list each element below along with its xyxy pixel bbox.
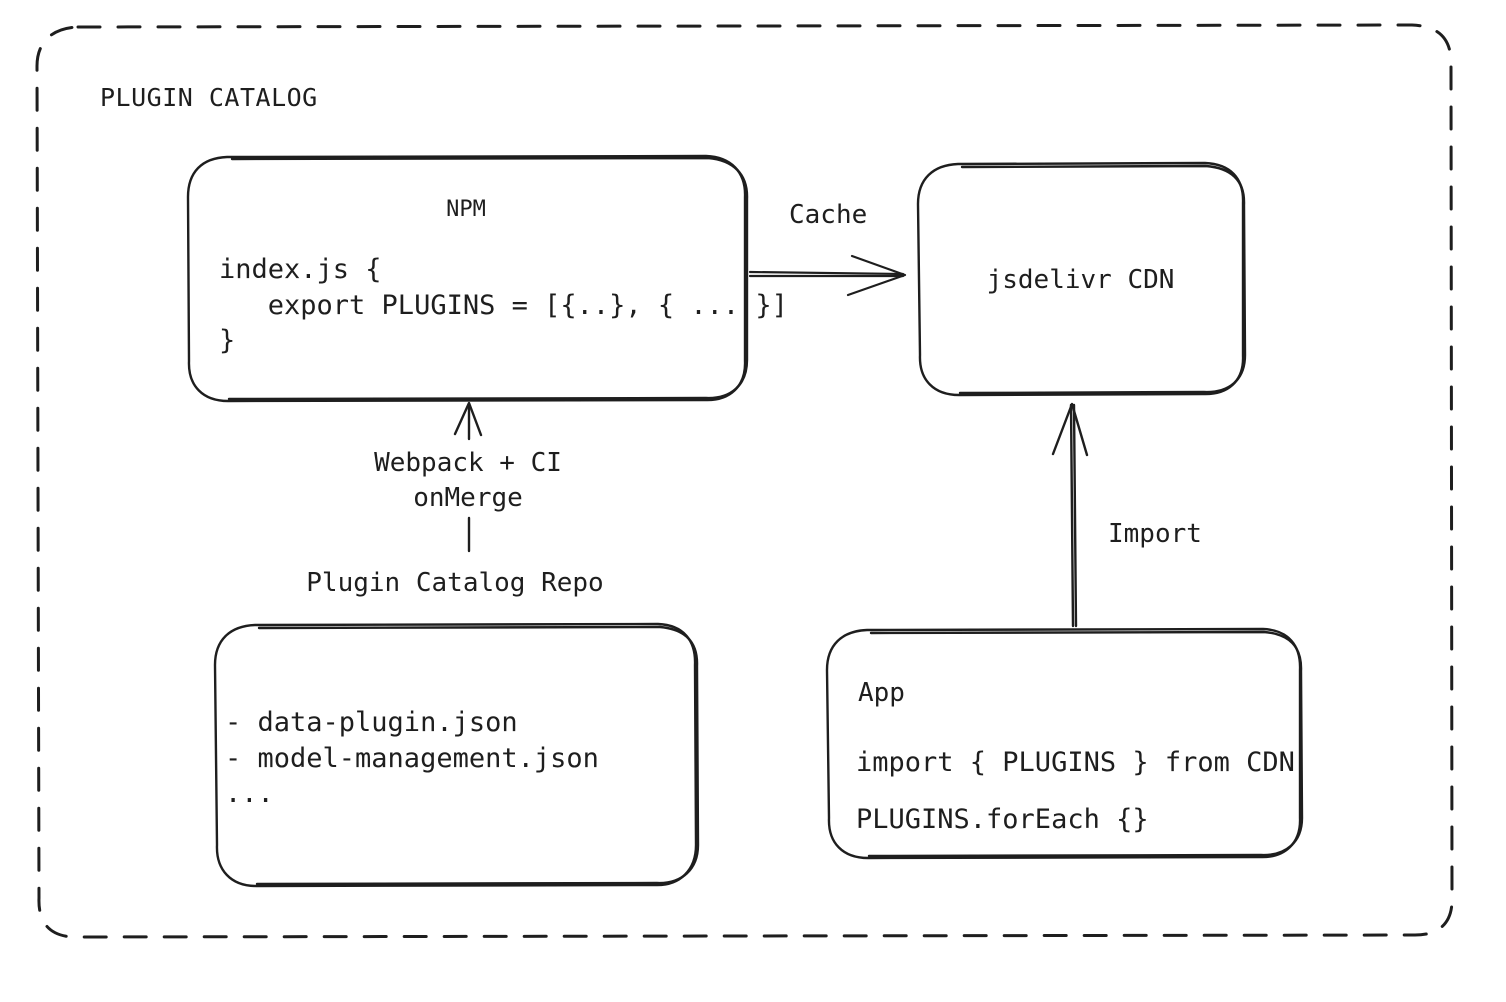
npm-node-code: index.js { export PLUGINS = [{..}, { ...… xyxy=(219,254,788,357)
app-node-code: import { PLUGINS } from CDN PLUGINS.forEa… xyxy=(856,735,1295,848)
repo-node-file-list: - data-plugin.json - model-management.js… xyxy=(225,707,599,810)
group-title: PLUGIN CATALOG xyxy=(100,83,318,112)
import-edge-label: Import xyxy=(1108,519,1202,549)
npm-node-label: NPM xyxy=(446,197,486,222)
import-arrow xyxy=(1051,402,1089,628)
app-code-line-1: import { PLUGINS } from CDN xyxy=(856,747,1295,778)
app-code-line-2: PLUGINS.forEach {} xyxy=(856,803,1149,835)
cache-edge-label: Cache xyxy=(789,200,868,230)
webpack-edge-label: Webpack + CI onMerge xyxy=(374,448,562,514)
app-node-label: App xyxy=(858,678,905,708)
repo-node-label: Plugin Catalog Repo xyxy=(306,568,604,598)
cdn-node-label: jsdelivr CDN xyxy=(986,265,1175,295)
